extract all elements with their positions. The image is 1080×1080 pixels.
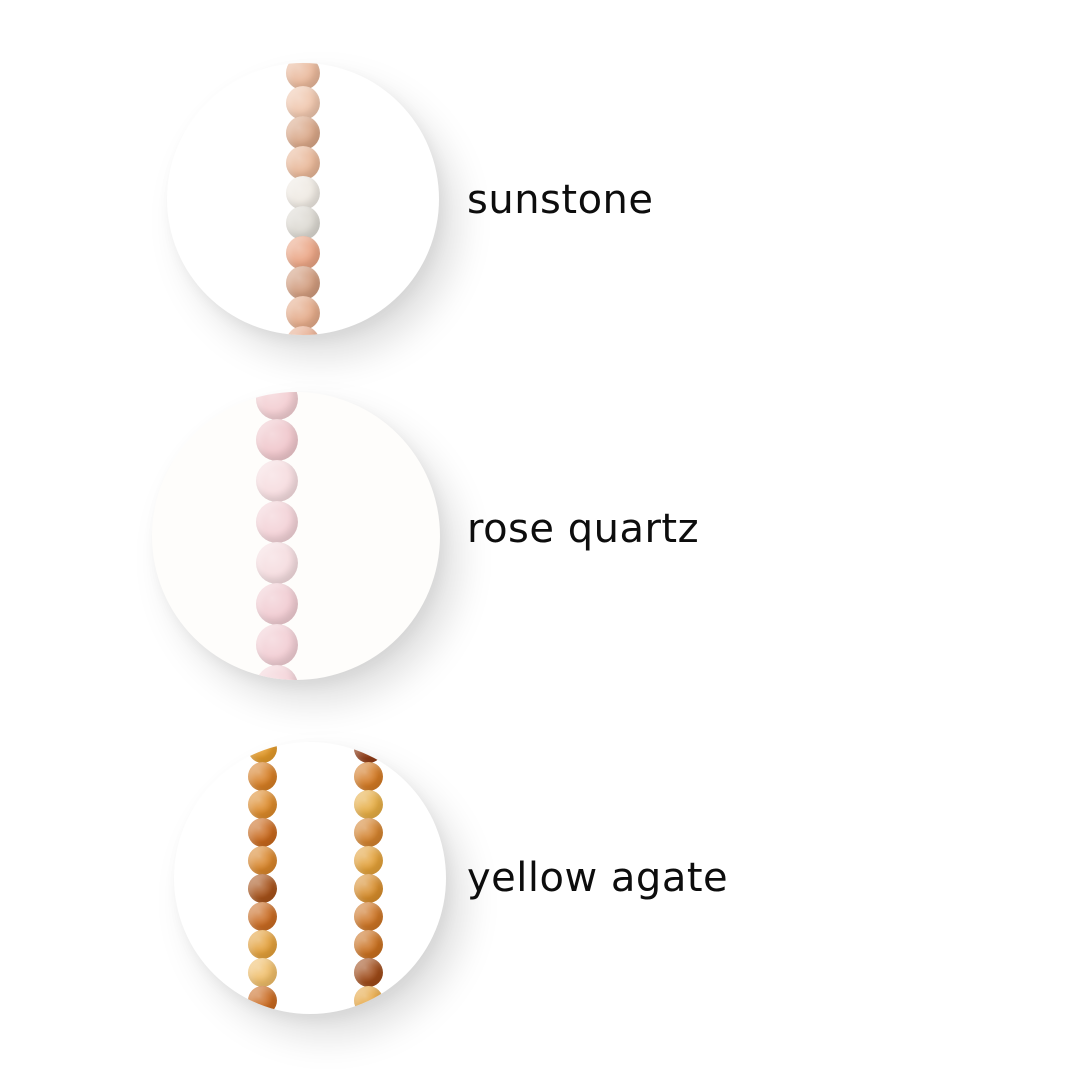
bead xyxy=(247,846,277,875)
bead xyxy=(247,742,277,763)
bead xyxy=(286,326,320,335)
bead xyxy=(247,762,277,791)
bead xyxy=(247,790,277,819)
bead xyxy=(286,146,320,180)
yellow-agate-bead-strand-right xyxy=(353,742,383,1014)
bead xyxy=(247,874,277,903)
bead xyxy=(286,63,320,90)
bead xyxy=(256,392,298,420)
bead xyxy=(286,206,320,240)
bead xyxy=(256,501,298,543)
bead xyxy=(256,460,298,502)
bead xyxy=(256,419,298,461)
yellow-agate-bead-strand-left xyxy=(247,742,277,1014)
sunstone-swatch-image xyxy=(167,63,439,335)
sunstone-bead-strand xyxy=(286,63,320,335)
bead xyxy=(353,742,383,763)
bead xyxy=(256,665,298,680)
bead xyxy=(256,583,298,625)
rose-quartz-label: rose quartz xyxy=(467,506,700,552)
bead xyxy=(353,762,383,791)
bead xyxy=(353,930,383,959)
bead xyxy=(286,176,320,210)
bead xyxy=(286,296,320,330)
bead xyxy=(286,116,320,150)
bead xyxy=(353,846,383,875)
rose-quartz-bead-strand xyxy=(256,392,298,680)
yellow-agate-label: yellow agate xyxy=(467,855,729,901)
bead xyxy=(353,902,383,931)
bead xyxy=(286,86,320,120)
bead xyxy=(247,818,277,847)
bead xyxy=(353,790,383,819)
bead xyxy=(256,624,298,666)
yellow-agate-swatch-image xyxy=(174,742,446,1014)
bead xyxy=(247,986,277,1014)
bead xyxy=(353,874,383,903)
rose-quartz-swatch-image xyxy=(152,392,440,680)
bead xyxy=(286,266,320,300)
bead xyxy=(247,902,277,931)
bead xyxy=(353,958,383,987)
bead xyxy=(256,542,298,584)
bead xyxy=(353,818,383,847)
sunstone-label: sunstone xyxy=(467,177,654,223)
bead xyxy=(247,930,277,959)
bead xyxy=(247,958,277,987)
bead xyxy=(286,236,320,270)
bead xyxy=(353,986,383,1014)
